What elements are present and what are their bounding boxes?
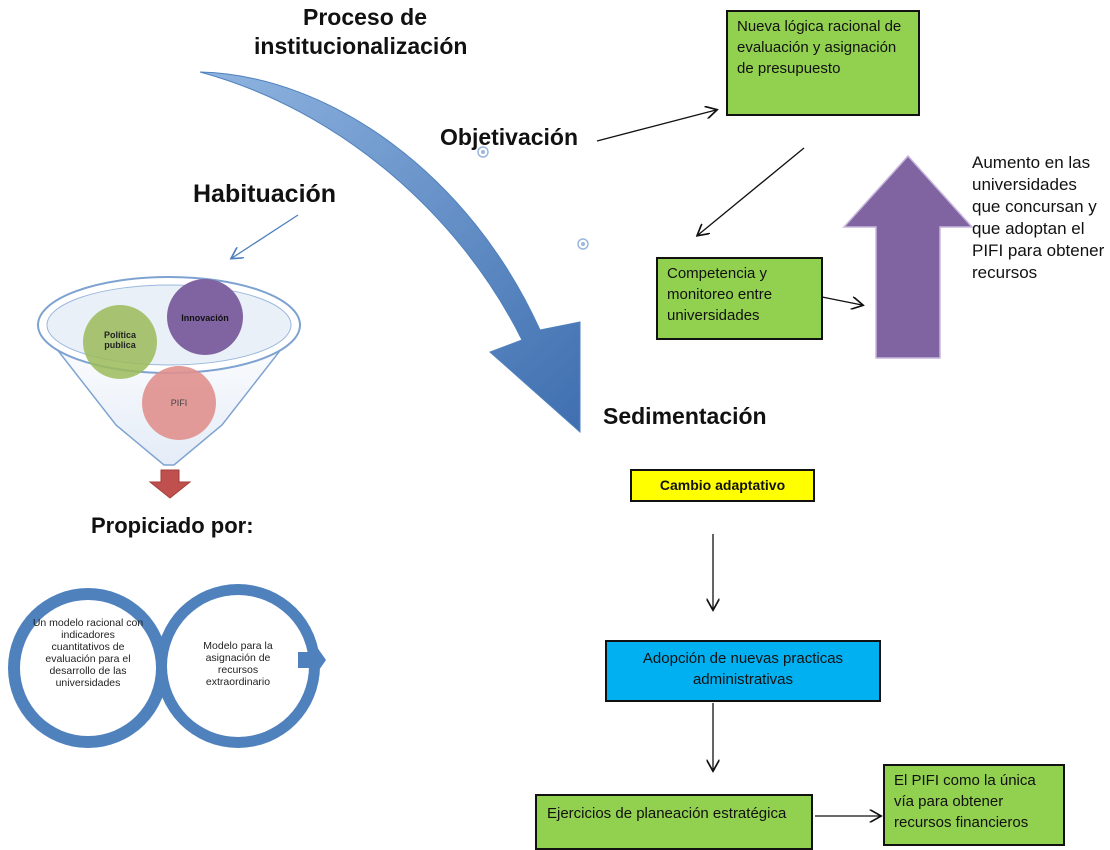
circle-pifi (142, 366, 216, 440)
decor-ring (477, 146, 489, 158)
decor-ring (577, 238, 589, 250)
aumento-text: Aumento en las universidades que concurs… (972, 153, 1105, 282)
title-line1: Proceso de (303, 4, 427, 30)
cycle-arrowhead (298, 640, 326, 680)
cycle-right-inner (167, 595, 309, 737)
purple-up-arrow (842, 154, 974, 359)
box-cambio-adaptativo: Cambio adaptativo (630, 469, 815, 502)
habituacion-heading: Habituación (193, 180, 337, 208)
cycle-left-text: Un modelo racional con indicadores cuant… (32, 617, 144, 689)
circle-politica (83, 305, 157, 379)
objetivacion-heading: Objetivación (440, 124, 579, 150)
cycle-right-text: Modelo para la asignación de recursos ex… (203, 640, 273, 688)
logica-to-competencia-arrow (698, 147, 805, 235)
competencia-to-aumento-arrow (821, 296, 862, 305)
decor-ring (581, 242, 585, 246)
circle-innovacion (167, 279, 243, 355)
sedimentacion-heading: Sedimentación (603, 403, 767, 429)
habituacion-arrow (232, 214, 299, 258)
circle-politica-label: Política publica (103, 330, 136, 350)
process-curved-arrow (199, 71, 581, 434)
circle-innovacion-label: Innovación (181, 313, 229, 323)
box-adopcion: Adopción de nuevas practicas administrat… (605, 640, 881, 702)
propiciado-heading: Propiciado por: (91, 513, 254, 538)
title-line2: institucionalización (254, 33, 468, 59)
box-competencia: Competencia y monitoreo entre universida… (656, 257, 823, 340)
box-pifi-unica: El PIFI como la única vía para obtener r… (883, 764, 1065, 846)
box-ejercicios: Ejercicios de planeación estratégica (535, 794, 813, 850)
box-nueva-logica: Nueva lógica racional de evaluación y as… (726, 10, 920, 116)
red-down-arrow (148, 469, 192, 499)
decor-ring (481, 150, 485, 154)
objetivacion-arrow (596, 110, 716, 142)
cycle-left-inner (20, 600, 156, 736)
circle-pifi-label: PIFI (170, 398, 188, 408)
